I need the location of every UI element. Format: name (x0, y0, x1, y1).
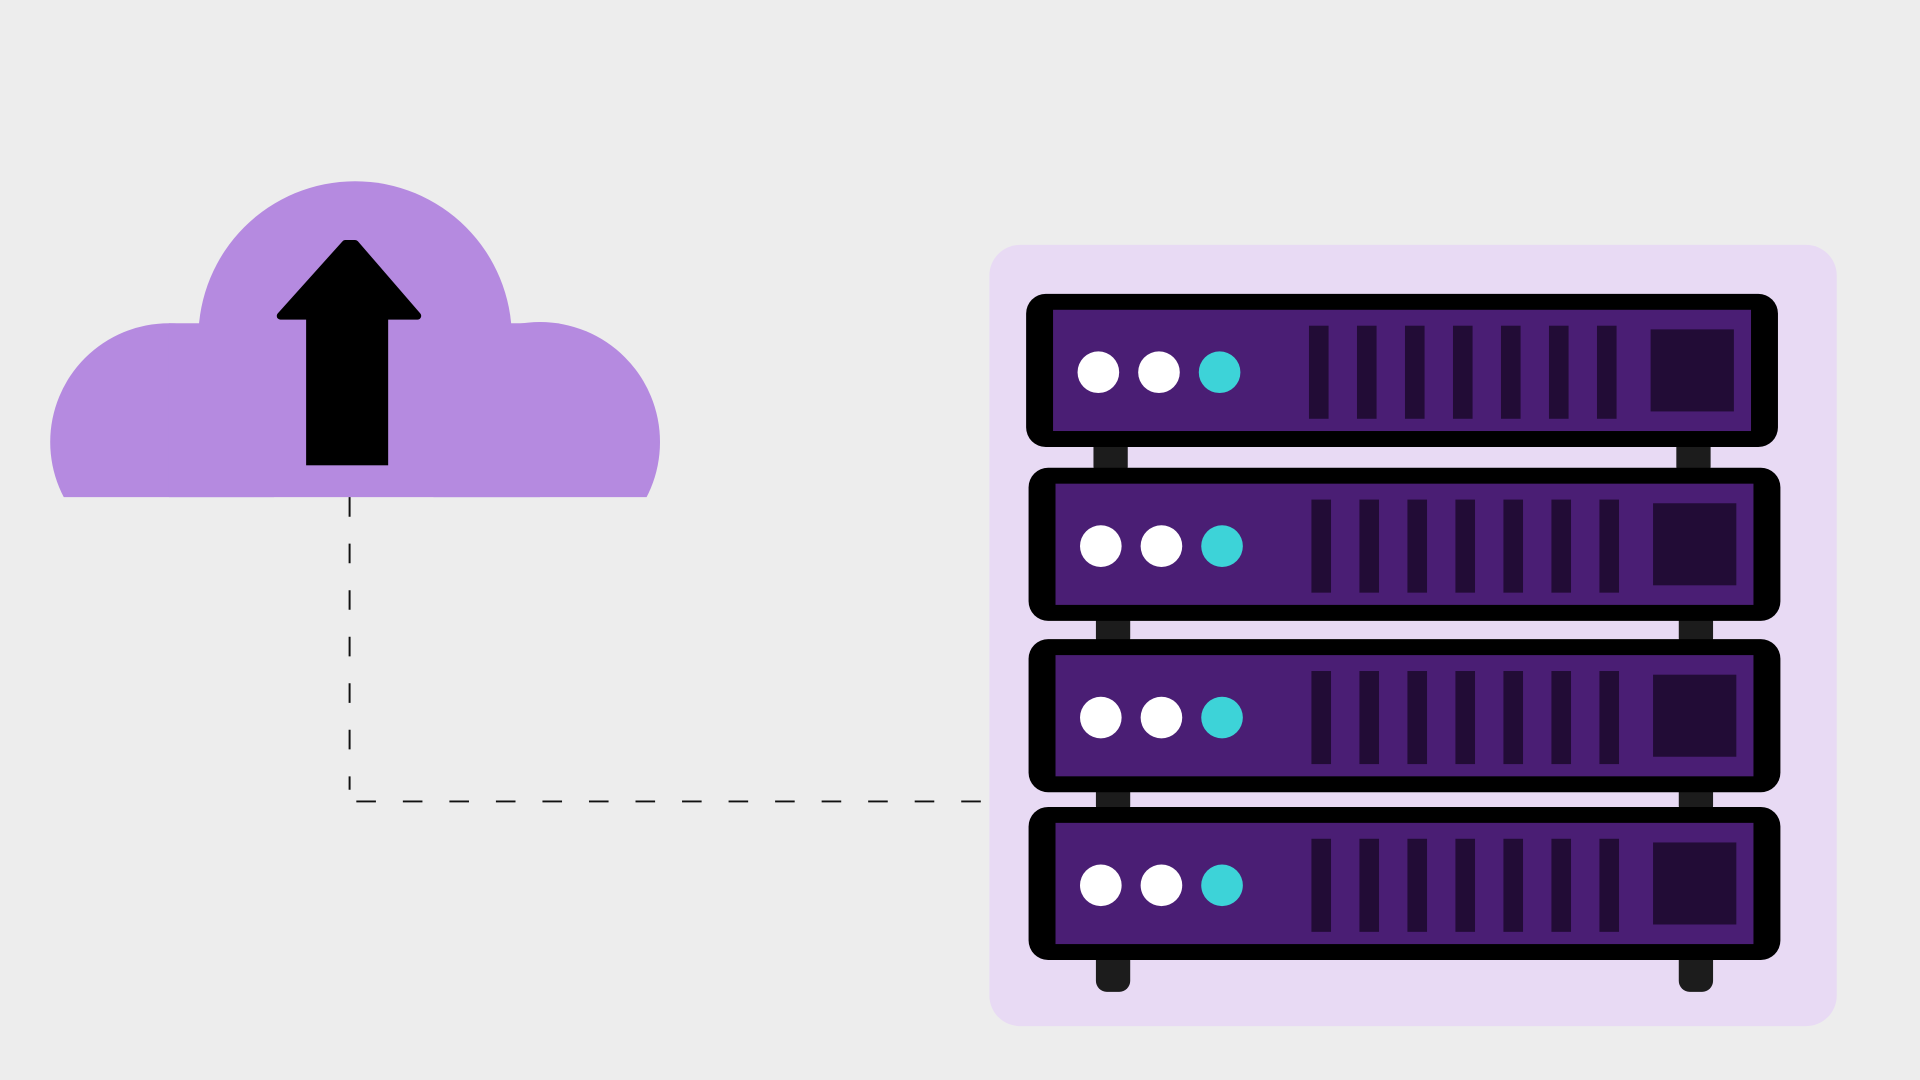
drive-slot (1404, 325, 1425, 419)
status-led (1138, 351, 1180, 394)
drive-slot (1359, 838, 1380, 932)
drive-slot (1359, 671, 1380, 765)
server-unit (1028, 806, 1781, 992)
drive-slot (1596, 325, 1617, 419)
drive-slot (1455, 838, 1476, 932)
status-led (1140, 525, 1183, 567)
drive-slot (1455, 671, 1476, 765)
connection-line (348, 497, 990, 803)
status-led-active (1201, 696, 1243, 739)
drive-slot (1551, 499, 1572, 593)
drive-slot (1503, 671, 1524, 765)
server-unit (1026, 293, 1778, 478)
server-rack (1026, 293, 1781, 992)
drive-slot (1599, 671, 1620, 765)
server-panel-square (1653, 674, 1737, 757)
drive-slot (1407, 499, 1428, 593)
drive-slot (1599, 838, 1620, 932)
status-led-active (1198, 351, 1241, 394)
drive-slot (1503, 499, 1524, 593)
status-led (1080, 696, 1122, 739)
drive-slot (1452, 325, 1473, 419)
drive-slot (1356, 325, 1377, 419)
upload-arrow-icon (276, 240, 422, 466)
status-led (1140, 864, 1183, 907)
status-led (1080, 864, 1122, 907)
server-unit (1028, 639, 1781, 817)
drive-slot (1503, 838, 1524, 932)
drive-slot (1407, 671, 1428, 765)
drive-slot (1500, 325, 1521, 419)
drive-slot (1455, 499, 1476, 593)
drive-slot (1311, 838, 1332, 932)
server-unit (1028, 467, 1781, 649)
status-led-active (1201, 525, 1243, 567)
status-led-active (1201, 864, 1243, 907)
drive-slot (1359, 499, 1380, 593)
cloud-upload-icon (50, 181, 660, 498)
status-led (1077, 351, 1120, 394)
drive-slot (1599, 499, 1620, 593)
drive-slot (1407, 838, 1428, 932)
drive-slot (1548, 325, 1569, 419)
drive-slot (1308, 325, 1329, 419)
server-panel-square (1653, 842, 1737, 925)
drive-slot (1551, 671, 1572, 765)
drive-slot (1311, 499, 1332, 593)
server-panel-square (1653, 503, 1737, 586)
server-panel-square (1650, 329, 1734, 412)
drive-slot (1551, 838, 1572, 932)
status-led (1140, 696, 1183, 739)
status-led (1080, 525, 1122, 567)
drive-slot (1311, 671, 1332, 765)
